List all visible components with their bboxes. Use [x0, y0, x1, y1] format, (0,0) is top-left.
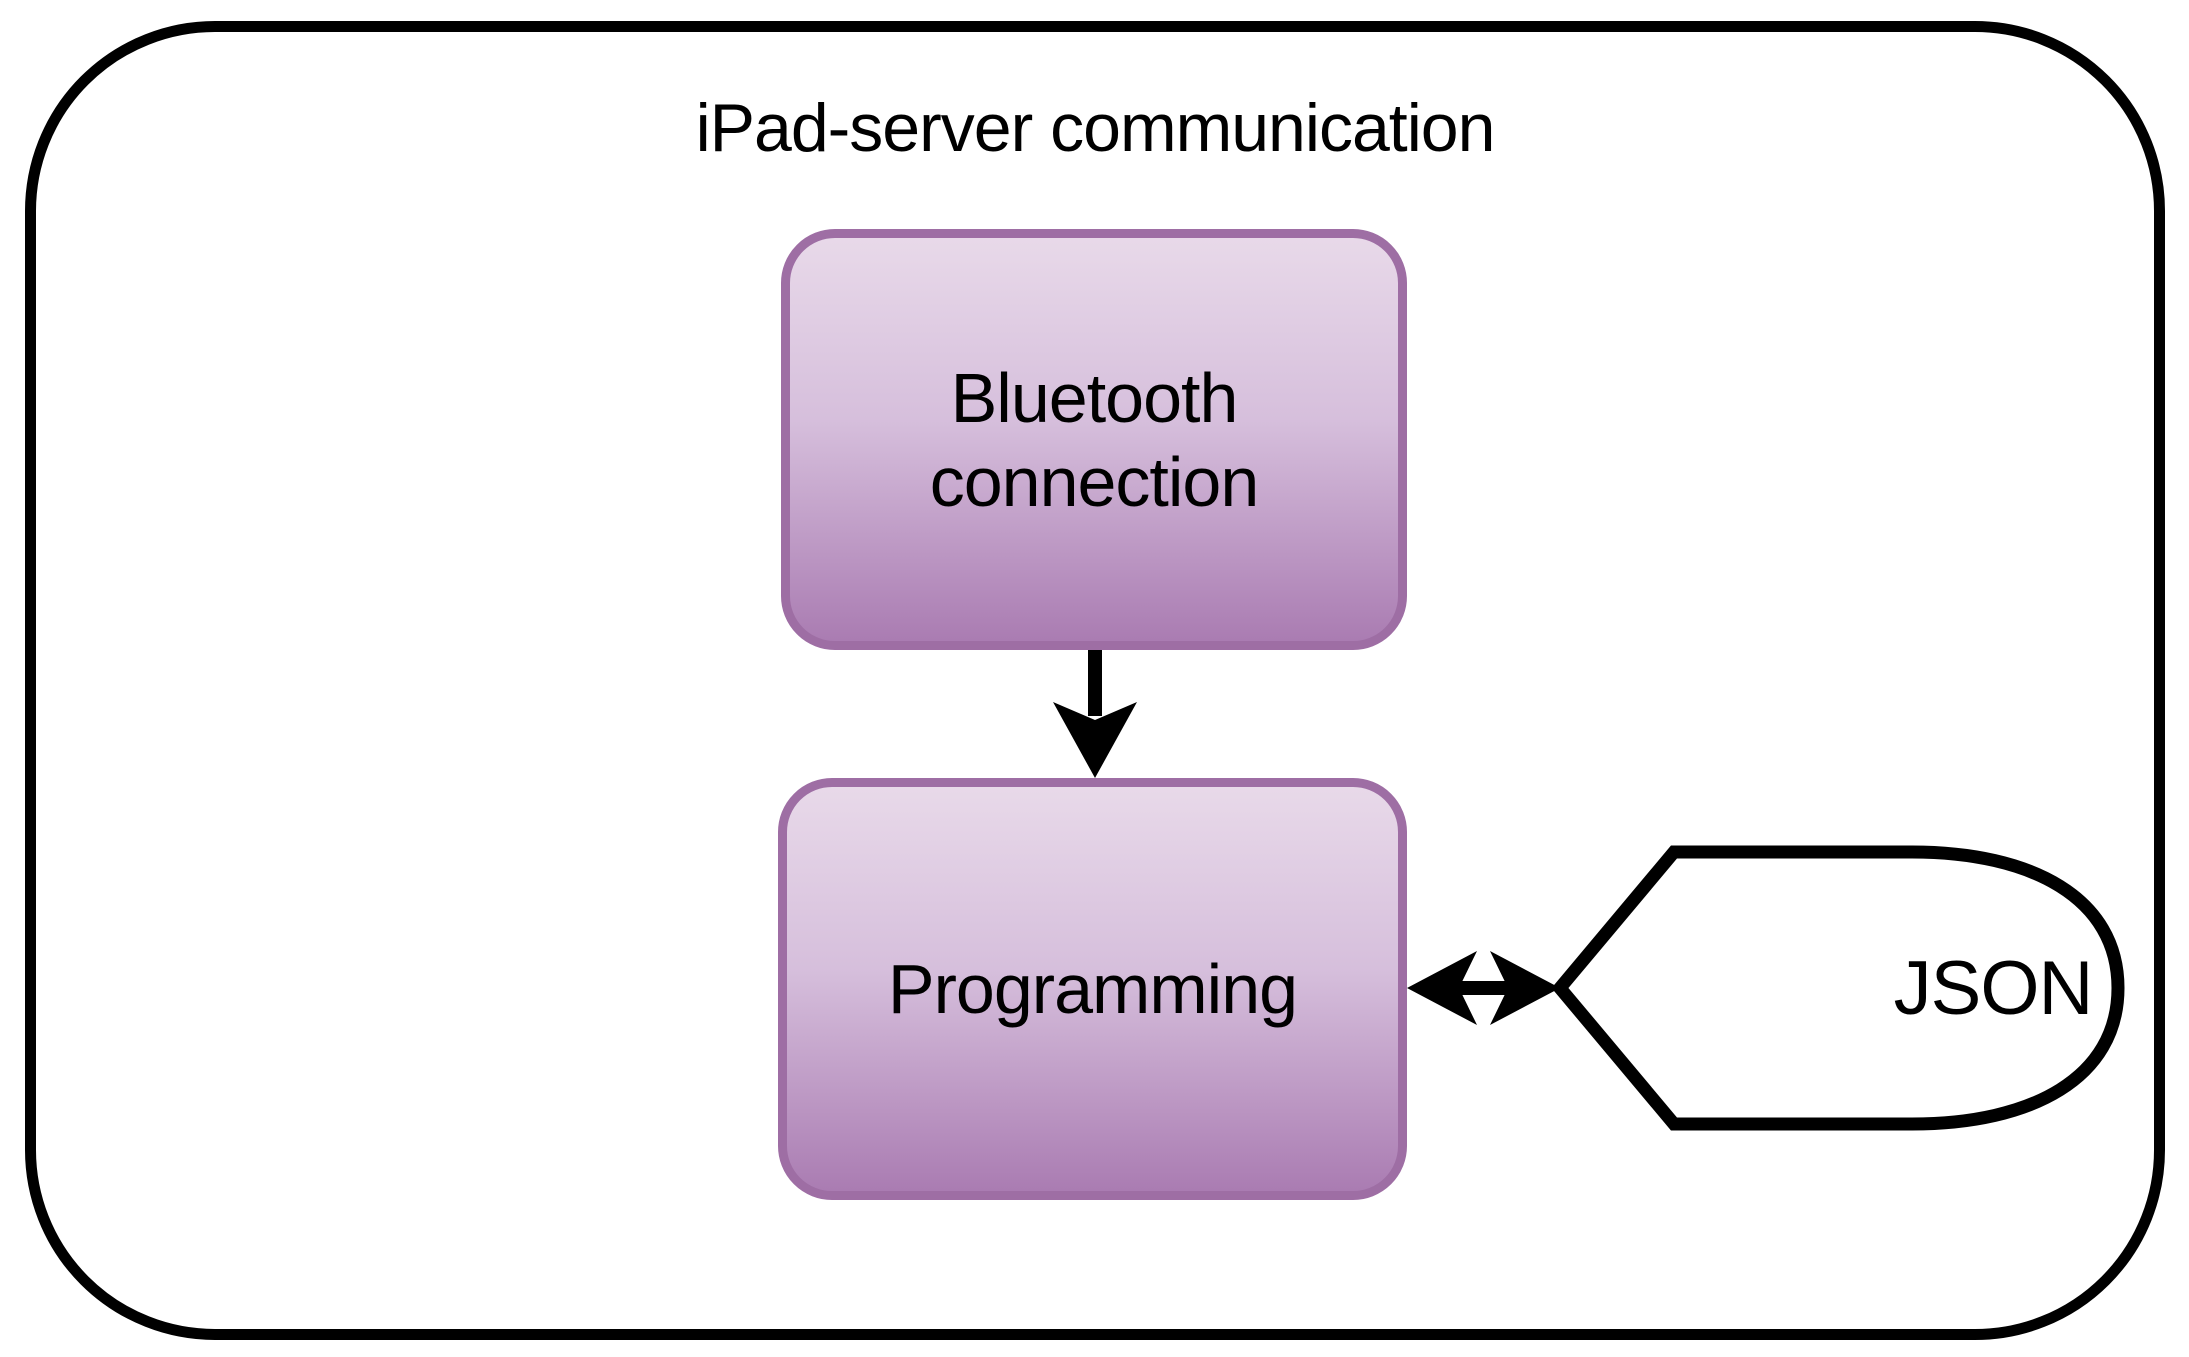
diagram-title: iPad-server communication	[695, 90, 1496, 166]
node-json-label: JSON	[1893, 945, 2094, 1031]
node-bluetooth-connection: Bluetooth connection	[781, 229, 1407, 650]
diagram-outer-frame	[25, 21, 2165, 1340]
node-programming-label: Programming	[887, 950, 1298, 1028]
node-programming: Programming	[778, 778, 1407, 1200]
node-bluetooth-connection-label: Bluetooth connection	[929, 358, 1260, 521]
